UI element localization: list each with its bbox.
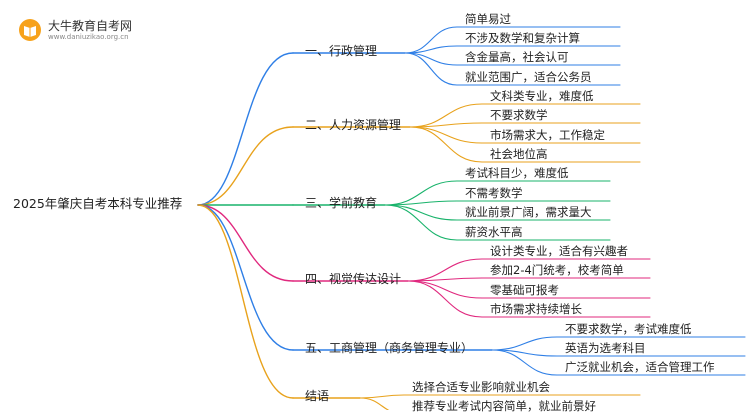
branch-topic-1: 一、行政管理	[305, 44, 378, 58]
leaf-connector	[384, 204, 458, 221]
leaf-connector	[407, 280, 483, 318]
leaf-connector	[409, 126, 483, 144]
leaf-topic: 选择合适专业影响就业机会	[412, 380, 550, 394]
leaf-connector	[384, 200, 458, 206]
leaf-connector	[491, 349, 558, 376]
branch-connector	[197, 204, 294, 282]
leaf-topic: 零基础可报考	[490, 283, 559, 297]
leaf-topic: 市场需求大，工作稳定	[490, 128, 605, 142]
branch-topic-6: 结语	[305, 389, 330, 403]
branch-connector	[197, 52, 294, 206]
leaf-topic: 就业范围广，适合公务员	[465, 70, 592, 84]
leaf-topic: 简单易过	[465, 12, 511, 26]
leaf-topic: 考试科目少，难度低	[465, 166, 569, 180]
branch-topic-3: 三、学前教育	[305, 196, 378, 210]
branch-connector	[197, 204, 294, 351]
logo-name: 大牛教育自考网	[48, 19, 133, 33]
leaf-connector	[359, 394, 405, 399]
root-topic: 2025年肇庆自考本科专业推荐	[13, 196, 183, 211]
branch-topic-5: 五、工商管理（商务管理专业）	[305, 341, 474, 355]
leaf-connector	[491, 336, 558, 351]
book-logo-icon	[19, 19, 41, 41]
leaf-connector	[409, 122, 483, 128]
leaf-connector	[359, 397, 390, 410]
branch-connector	[197, 204, 294, 399]
leaf-connector	[407, 280, 483, 299]
leaf-topic: 不要求数学	[490, 108, 548, 122]
leaf-topic: 就业前景广阔，需求量大	[465, 205, 592, 219]
branch-topic-4: 四、视觉传达设计	[305, 272, 402, 286]
leaf-topic: 不需考数学	[465, 186, 523, 200]
leaf-topic: 推荐专业考试内容简单，就业前景好	[412, 399, 596, 413]
site-logo[interactable]: 大牛教育自考网 www.daniuzikao.org.cn	[18, 14, 168, 48]
leaf-topic: 含金量高，社会认可	[465, 50, 569, 64]
leaf-topic: 设计类专业，适合有兴趣者	[490, 244, 628, 258]
leaf-topic: 参加2-4门统考，校考简单	[490, 263, 624, 277]
leaf-topic: 薪资水平高	[465, 225, 523, 239]
leaf-topic: 社会地位高	[490, 147, 548, 161]
logo-url: www.daniuzikao.org.cn	[48, 33, 129, 41]
leaf-connector	[407, 277, 483, 282]
leaf-topic: 不要求数学，考试难度低	[565, 322, 692, 336]
branch-topic-2: 二、人力资源管理	[305, 118, 402, 132]
leaf-connector	[384, 204, 458, 241]
leaf-topic: 广泛就业机会，适合管理工作	[565, 360, 715, 374]
leaf-connector	[409, 126, 483, 163]
branch-connector	[197, 126, 294, 206]
leaf-topic: 英语为选考科目	[565, 341, 646, 355]
leaf-topic: 不涉及数学和复杂计算	[465, 31, 580, 45]
leaf-connector	[404, 52, 458, 86]
leaf-topic: 市场需求持续增长	[490, 302, 582, 316]
leaf-topic: 文科类专业，难度低	[490, 89, 594, 103]
leaf-connector	[404, 52, 458, 66]
